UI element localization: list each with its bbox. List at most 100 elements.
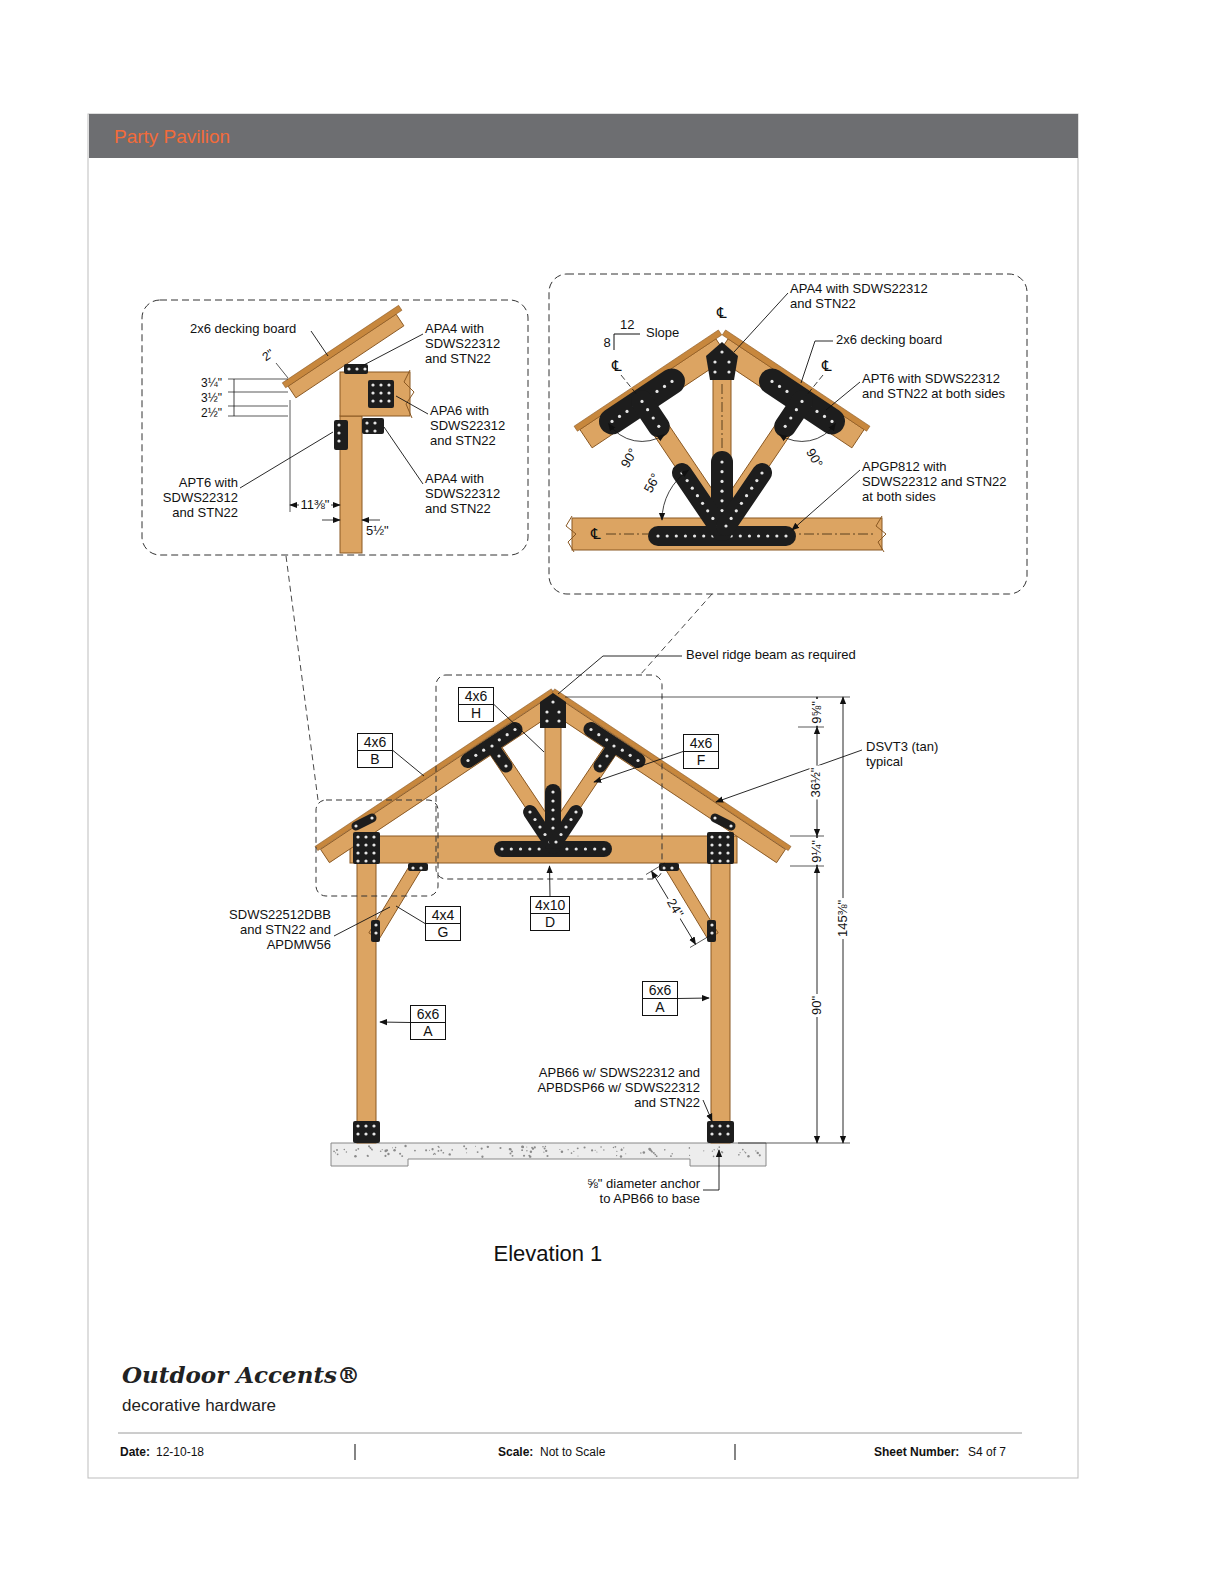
screw-dot xyxy=(598,764,601,767)
screw-dot xyxy=(610,420,613,423)
screw-dot xyxy=(365,421,368,424)
concrete-speck xyxy=(721,1151,723,1153)
hardware-callout: SDWS22512DBB and STN22 and APDMW56 xyxy=(219,908,331,953)
screw-dot xyxy=(710,859,713,862)
concrete-speck xyxy=(640,1152,641,1153)
screw-dot xyxy=(528,847,531,850)
screw-dot xyxy=(559,833,562,836)
screw-dot xyxy=(800,400,803,403)
leader-line xyxy=(558,656,682,694)
extension-line xyxy=(228,392,288,393)
screw-dot xyxy=(785,390,788,393)
screw-dot xyxy=(735,509,738,512)
screw-dot xyxy=(720,480,723,483)
screw-dot xyxy=(551,817,554,820)
leader-line xyxy=(826,382,860,410)
screw-dot xyxy=(589,728,592,731)
leader-line xyxy=(549,866,551,896)
footer-value: Not to Scale xyxy=(540,1446,605,1460)
dimension: 145⅜" xyxy=(836,897,851,938)
connector-plate xyxy=(492,746,506,766)
screw-dot xyxy=(718,859,721,862)
angle-arc xyxy=(662,470,689,520)
screw-dot xyxy=(640,400,643,403)
member-letter: A xyxy=(643,999,677,1015)
concrete-speck xyxy=(465,1148,467,1150)
screw-dot xyxy=(710,1132,713,1135)
screw-dot xyxy=(597,733,600,736)
decking-board xyxy=(315,689,554,851)
screw-dot xyxy=(371,383,374,386)
footer-label: Scale: xyxy=(498,1446,533,1460)
screw-dot xyxy=(387,399,390,402)
screw-dot xyxy=(710,843,713,846)
member-tag: 4x6F xyxy=(683,734,719,769)
concrete-speck xyxy=(689,1147,691,1149)
screw-dot xyxy=(574,810,577,813)
member-letter: F xyxy=(684,752,718,768)
concrete-speck xyxy=(440,1150,442,1152)
screw-dot xyxy=(575,847,578,850)
detail-callout-box xyxy=(142,300,528,555)
concrete-speck xyxy=(333,1150,335,1152)
timber-member xyxy=(716,339,864,448)
screw-dot xyxy=(551,799,554,802)
extension-line xyxy=(790,836,824,837)
screw-dot xyxy=(710,835,713,838)
connector-plate xyxy=(707,920,716,942)
screw-dot xyxy=(675,534,678,537)
screw-dot xyxy=(720,460,723,463)
concrete-speck xyxy=(431,1148,433,1150)
leader-line xyxy=(678,998,709,1000)
screw-dot xyxy=(372,851,375,854)
slope-number: 8 xyxy=(604,336,611,351)
member-tag: 6x6A xyxy=(642,981,678,1016)
concrete-speck xyxy=(487,1146,489,1148)
screw-dot xyxy=(724,524,727,527)
concrete-speck xyxy=(671,1153,672,1154)
concrete-speck xyxy=(718,1146,720,1148)
screw-dot xyxy=(564,825,567,828)
concrete-speck xyxy=(384,1155,386,1157)
concrete-speck xyxy=(703,1150,704,1151)
connector-plate xyxy=(707,1121,734,1143)
connector-plate xyxy=(353,1121,380,1143)
decking-board xyxy=(552,689,791,851)
concrete-speck xyxy=(481,1156,483,1158)
dimension: 5½" xyxy=(366,524,389,539)
screw-dot xyxy=(766,534,769,537)
concrete-speck xyxy=(583,1146,585,1148)
screw-dot xyxy=(755,479,758,482)
screw-dot xyxy=(760,471,763,474)
dimension: 90" xyxy=(810,993,825,1016)
connector-plate xyxy=(540,693,566,728)
concrete-speck xyxy=(335,1152,336,1153)
concrete-speck xyxy=(648,1148,651,1151)
concrete-speck xyxy=(739,1152,740,1153)
screw-dot xyxy=(356,843,359,846)
slope-label: Slope xyxy=(646,326,679,341)
logo: Outdoor Accents® xyxy=(122,1362,360,1388)
concrete-speck xyxy=(522,1146,525,1149)
dimension-line xyxy=(362,520,380,521)
detail-callout-box xyxy=(549,274,1027,594)
screw-dot xyxy=(718,835,721,838)
concrete-speck xyxy=(466,1152,467,1153)
detail-region xyxy=(316,800,438,896)
footer-separator xyxy=(354,1444,355,1460)
sheet-border xyxy=(88,114,1078,1478)
note: Bevel ridge beam as required xyxy=(686,648,856,663)
screw-dot xyxy=(419,866,422,869)
concrete-speck xyxy=(712,1150,713,1151)
concrete-speck xyxy=(613,1147,614,1148)
angle-arc xyxy=(780,424,836,442)
concrete-speck xyxy=(577,1156,578,1157)
concrete-speck xyxy=(438,1146,440,1148)
concrete-speck xyxy=(651,1151,653,1153)
screw-dot xyxy=(490,744,493,747)
screw-dot xyxy=(337,439,340,442)
screw-dot xyxy=(657,425,660,428)
screw-dot xyxy=(823,415,826,418)
timber-member xyxy=(711,840,730,1143)
concrete-speck xyxy=(755,1150,756,1151)
